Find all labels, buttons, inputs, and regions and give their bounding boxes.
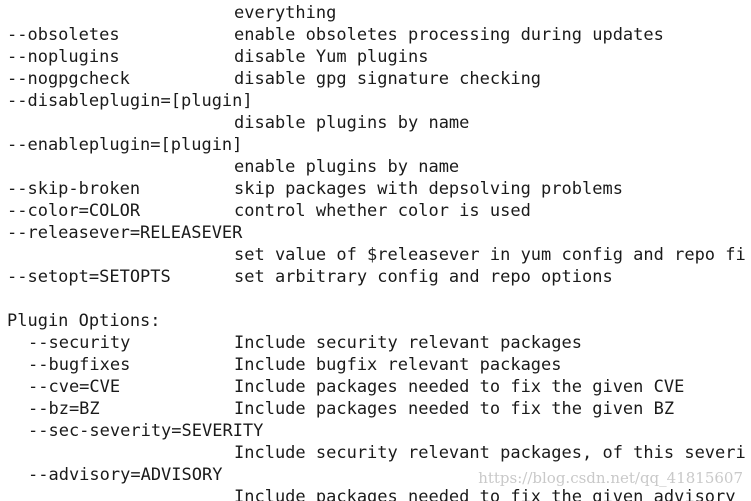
option-flag: --advisory=ADVISORY (28, 465, 223, 485)
terminal-line: everything (0, 2, 751, 24)
option-flag: --noplugins (7, 47, 120, 67)
option-description: enable plugins by name (234, 157, 460, 177)
option-flag: --nogpgcheck (7, 69, 130, 89)
terminal-line: Include security relevant packages, of t… (0, 442, 751, 464)
option-description: disable Yum plugins (234, 47, 429, 67)
option-flag: --skip-broken (7, 179, 141, 199)
terminal-line: --releasever=RELEASEVER (0, 222, 751, 244)
option-description: set value of $releasever in yum config a… (234, 245, 746, 265)
terminal-line: --sec-severity=SEVERITY (0, 420, 751, 442)
option-description: Include packages needed to fix the given… (234, 377, 685, 397)
terminal-line: Include packages needed to fix the given… (0, 486, 751, 501)
option-description: disable plugins by name (234, 113, 470, 133)
option-flag: --enableplugin=[plugin] (7, 135, 243, 155)
section-heading-line: Plugin Options: (0, 310, 751, 332)
option-flag: --setopt=SETOPTS (7, 267, 171, 287)
option-description: set arbitrary config and repo options (234, 267, 613, 287)
terminal-line: --nogpgcheck disable gpg signature check… (0, 68, 751, 90)
terminal-line: --advisory=ADVISORY (0, 464, 751, 486)
terminal-blank-line (0, 288, 751, 310)
terminal-line: --disableplugin=[plugin] (0, 90, 751, 112)
terminal-line: --skip-broken skip packages with depsolv… (0, 178, 751, 200)
option-description: disable gpg signature checking (234, 69, 542, 89)
option-description: Include packages needed to fix the given… (234, 487, 736, 501)
option-flag: --releasever=RELEASEVER (7, 223, 243, 243)
option-description: skip packages with depsolving problems (234, 179, 623, 199)
option-description: Include packages needed to fix the given… (234, 399, 675, 419)
option-flag: --disableplugin=[plugin] (7, 91, 253, 111)
option-description: Include security relevant packages, of t… (234, 443, 746, 463)
terminal-line: --color=COLOR control whether color is u… (0, 200, 751, 222)
option-flag: --bugfixes (28, 355, 131, 375)
terminal-line: --security Include security relevant pac… (0, 332, 751, 354)
option-flag: --sec-severity=SEVERITY (28, 421, 264, 441)
terminal-line: set value of $releasever in yum config a… (0, 244, 751, 266)
terminal-line: --cve=CVE Include packages needed to fix… (0, 376, 751, 398)
terminal-line: --setopt=SETOPTS set arbitrary config an… (0, 266, 751, 288)
option-description: control whether color is used (234, 201, 531, 221)
terminal-line: disable plugins by name (0, 112, 751, 134)
option-flag: --color=COLOR (7, 201, 141, 221)
plugin-options-heading: Plugin Options: (7, 311, 161, 331)
terminal-line: --bz=BZ Include packages needed to fix t… (0, 398, 751, 420)
watermark-url: https://blog.csdn.net/qq_41815607 (478, 469, 743, 487)
option-flag: --security (28, 333, 131, 353)
terminal-line: --enableplugin=[plugin] (0, 134, 751, 156)
option-flag: --obsoletes (7, 25, 120, 45)
terminal-line: enable plugins by name (0, 156, 751, 178)
option-description: Include bugfix relevant packages (234, 355, 562, 375)
option-flag: --cve=CVE (28, 377, 121, 397)
terminal-line: --noplugins disable Yum plugins (0, 46, 751, 68)
option-description: enable obsoletes processing during updat… (234, 25, 664, 45)
option-description: Include security relevant packages (234, 333, 582, 353)
option-description: everything (234, 3, 337, 23)
terminal-line: --bugfixes Include bugfix relevant packa… (0, 354, 751, 376)
terminal-line: --obsoletes enable obsoletes processing … (0, 24, 751, 46)
option-flag: --bz=BZ (28, 399, 100, 419)
